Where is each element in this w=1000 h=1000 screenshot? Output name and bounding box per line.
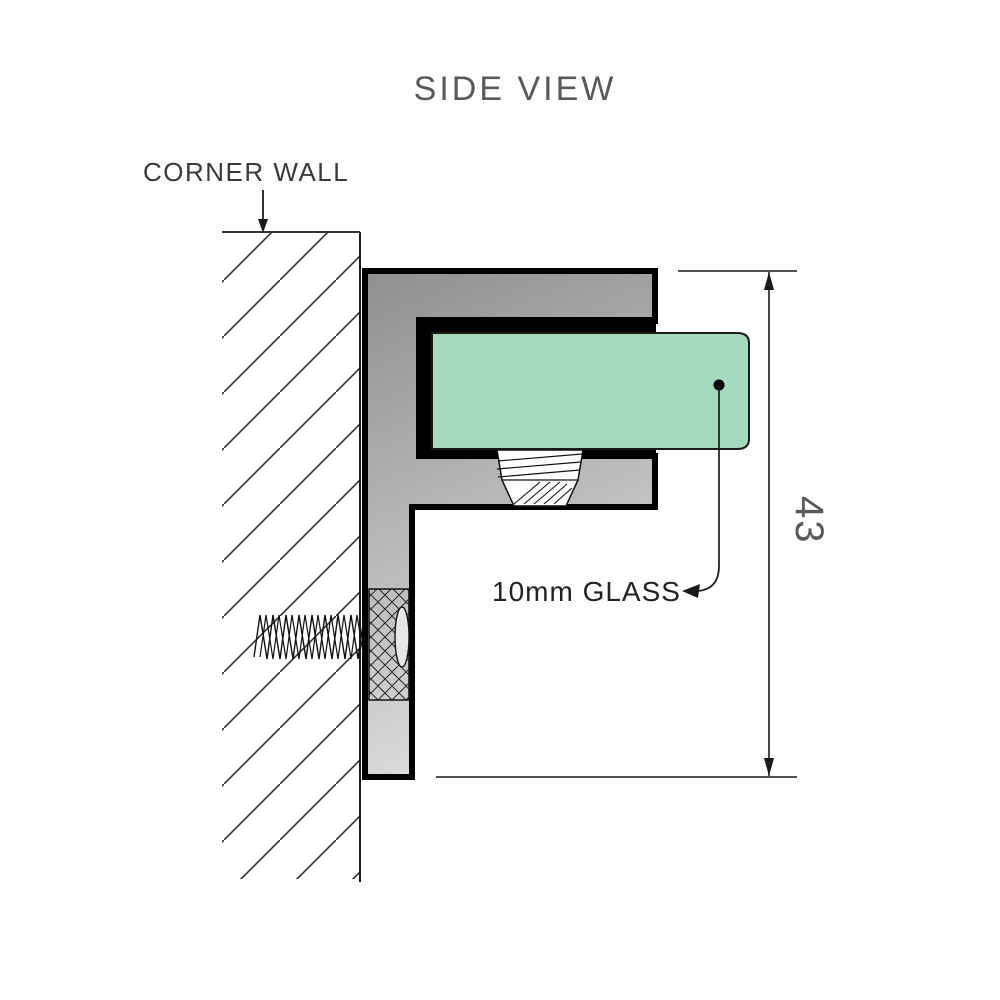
wall-screw — [253, 588, 410, 701]
grub-screw — [496, 449, 584, 507]
wall-hatching — [222, 233, 359, 879]
corner-wall-arrow-icon — [258, 190, 268, 233]
dimension-43: 43 — [436, 270, 831, 778]
screw-thread-zigzag-2 — [259, 614, 365, 660]
glass-callout: 10mm GLASS — [492, 379, 725, 607]
diagram-title: SIDE VIEW — [414, 70, 617, 108]
callout-arrow-icon — [682, 584, 700, 598]
glass-panel — [431, 332, 750, 450]
wall-section — [222, 231, 361, 882]
dimension-value: 43 — [787, 496, 831, 545]
glass-label: 10mm GLASS — [492, 576, 681, 607]
grub-screw-threads — [496, 453, 583, 481]
dimension-arrow-down-icon — [764, 758, 774, 776]
grub-screw-hatching — [513, 481, 573, 505]
screw-head-end — [394, 606, 410, 668]
callout-leader-line — [697, 385, 720, 592]
corner-wall-label: CORNER WALL — [143, 157, 349, 187]
dimension-arrow-up-icon — [764, 272, 774, 290]
